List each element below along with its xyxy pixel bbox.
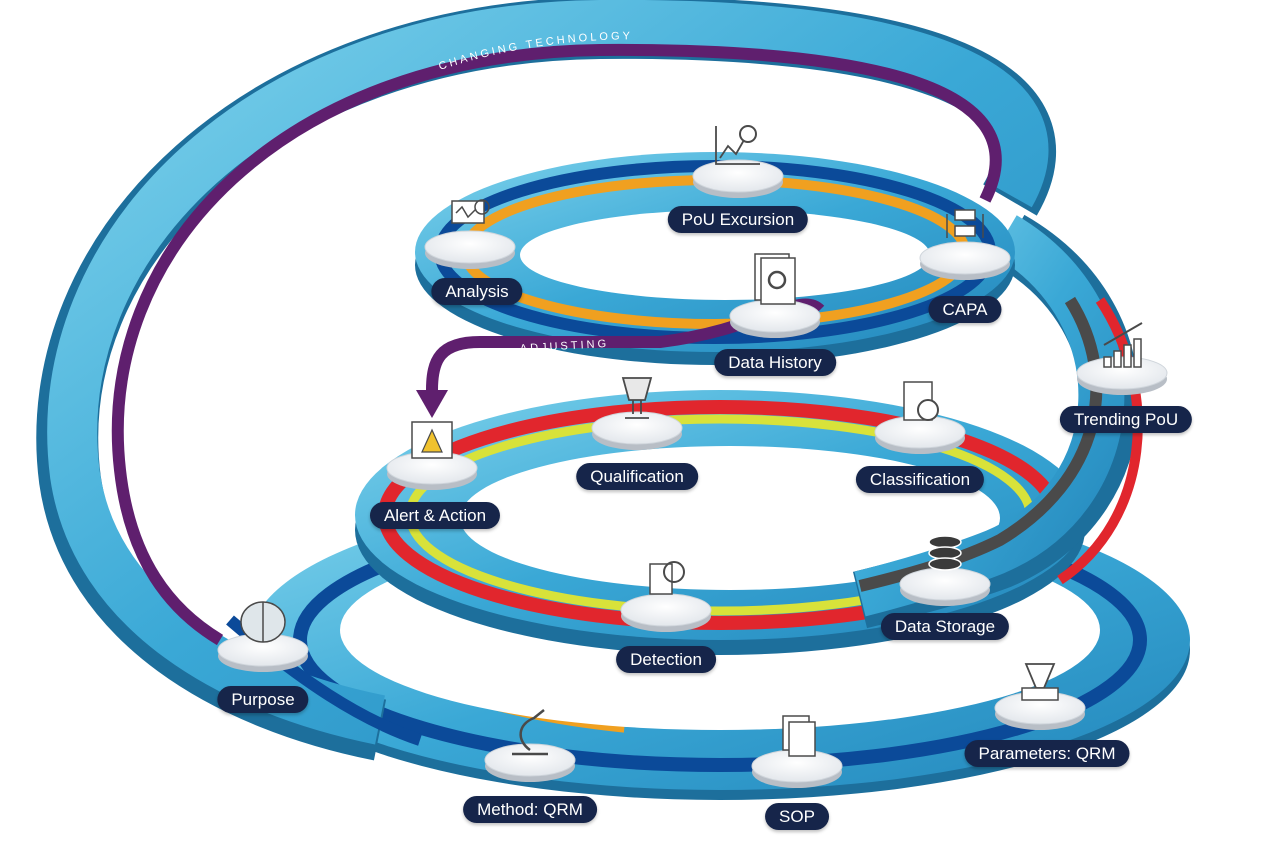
puck-top xyxy=(899,567,991,601)
changing-technology-arrow xyxy=(111,43,1002,646)
puck-capa xyxy=(919,209,1011,280)
funnel-filter-icon xyxy=(1021,663,1059,701)
node-label-data-history: Data History xyxy=(714,349,836,376)
node-label-parameters: Parameters: QRM xyxy=(964,740,1130,767)
outer-loop-top xyxy=(47,0,1049,745)
node-label-sop: SOP xyxy=(765,803,829,830)
puck-top xyxy=(919,241,1011,275)
puck-top xyxy=(874,415,966,449)
node-label-pou-excursion: PoU Excursion xyxy=(667,206,809,233)
database-icon xyxy=(928,535,962,571)
puck-pou-excursion xyxy=(692,125,784,198)
node-label-trending: Trending PoU xyxy=(1059,406,1193,433)
puck-data-storage xyxy=(899,535,991,606)
puck-classification xyxy=(874,381,966,454)
monitor-analysis-icon xyxy=(451,199,490,224)
node-label-purpose: Purpose xyxy=(217,686,309,713)
node-label-qualification: Qualification xyxy=(576,463,698,490)
trophy-icon xyxy=(621,377,653,419)
right-connector-red-stripe xyxy=(1057,297,1143,585)
checklist-magnifier-icon xyxy=(903,381,939,421)
puck-top xyxy=(484,743,576,777)
node-label-analysis: Analysis xyxy=(431,278,523,305)
node-label-detection: Detection xyxy=(616,646,716,673)
puck-top xyxy=(692,159,784,193)
puck-method xyxy=(484,709,576,782)
puck-data-history xyxy=(729,253,821,338)
node-label-data-storage: Data Storage xyxy=(880,613,1010,640)
bar-chart-trend-icon xyxy=(1103,322,1143,368)
puck-sop xyxy=(751,715,843,788)
top-ring-hole xyxy=(520,210,930,300)
puck-top xyxy=(591,411,683,445)
adjusting-label: ADJUSTING xyxy=(519,338,609,355)
chart-magnifier-icon xyxy=(715,125,760,165)
document-search-icon xyxy=(754,253,796,305)
puck-top xyxy=(620,593,712,627)
puck-purpose xyxy=(217,601,309,672)
puck-top xyxy=(1076,356,1168,390)
magnifier-sample-icon xyxy=(649,561,685,595)
puck-parameters xyxy=(994,663,1086,730)
puck-alert xyxy=(386,421,478,490)
puck-trending xyxy=(1076,322,1168,395)
puck-analysis xyxy=(424,199,516,269)
outer-loop xyxy=(36,0,1056,761)
puck-qualification xyxy=(591,377,683,450)
adjusting-arrow-head xyxy=(416,390,448,418)
puck-top xyxy=(424,230,516,264)
node-label-classification: Classification xyxy=(855,466,985,493)
node-label-capa: CAPA xyxy=(928,296,1002,323)
node-label-alert: Alert & Action xyxy=(369,502,501,529)
puck-top xyxy=(729,299,821,333)
warning-window-icon xyxy=(411,421,453,459)
node-label-method: Method: QRM xyxy=(463,796,597,823)
puck-detection xyxy=(620,561,712,632)
top-ring xyxy=(415,152,1015,365)
cycle-flow-icon xyxy=(946,209,984,238)
brain-icon xyxy=(240,601,286,643)
documents-icon xyxy=(782,715,816,757)
microscope-icon xyxy=(512,709,548,756)
